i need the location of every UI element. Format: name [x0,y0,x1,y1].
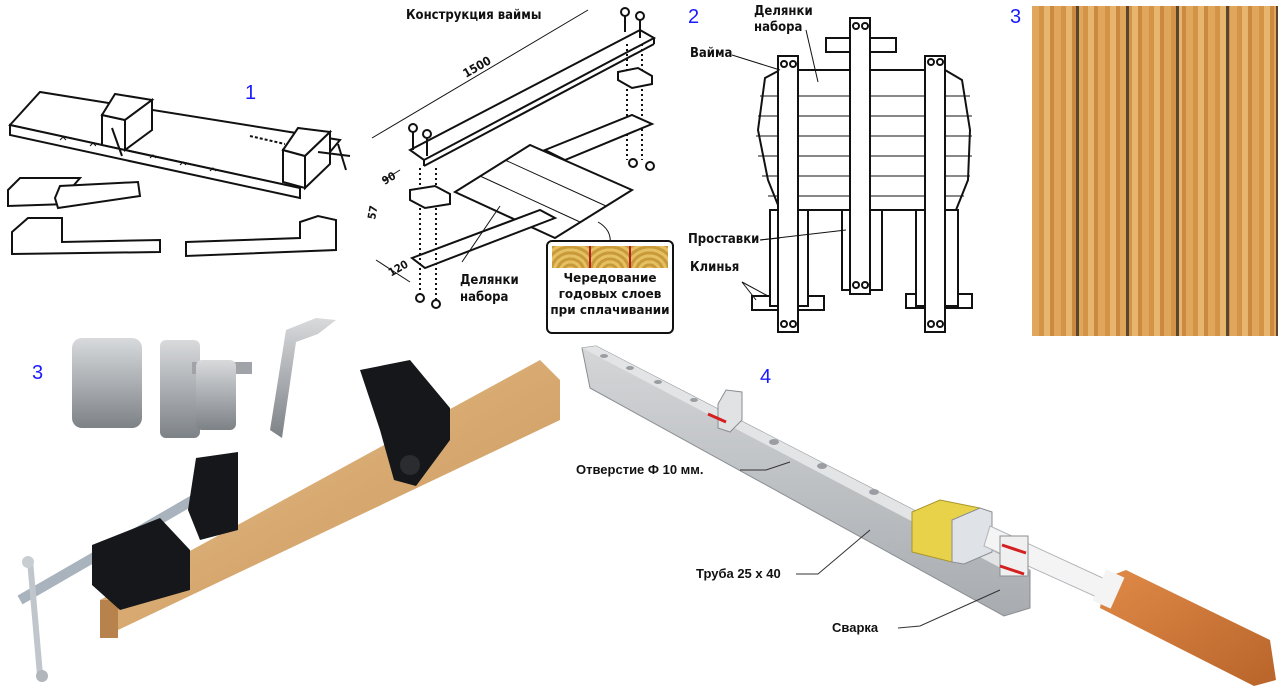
panel-number: 3 [32,362,44,384]
tube-clamp-drawing [581,345,1276,686]
panel-3-bar-clamps: 3 [0,300,560,692]
label-hole-diameter: Отверстие Ф 10 мм. [576,462,704,477]
vaima-assembly-drawing [731,17,973,333]
dimension-57: 57 [365,204,381,221]
panel-3-slab-fence: 3 [1008,0,1280,340]
annual-rings-callout: Чередование годовых слоев при сплачивани… [546,240,674,334]
label-tube-size: Труба 25 х 40 [696,566,781,581]
label-wedges: Клинья [690,260,740,275]
panel-number: 1 [245,82,257,104]
vaima-construction-drawing [371,7,657,309]
bar-clamps-photo [17,318,560,682]
panel-number: 3 [1010,6,1022,28]
panel-number: 2 [688,6,700,28]
label-vaima: Вайма [690,46,733,61]
slab-fence-photo [1032,6,1278,336]
vaima-construction-title: Конструкция ваймы [406,8,542,23]
panel-1-clamp-sketch: 1 [0,70,370,280]
annual-rings-callout-text: Чередование годовых слоев при сплачивани… [550,271,670,317]
panel-2-vaima-construction: Конструкция ваймы 1500 90 57 120 Делянки… [365,0,680,340]
label-strips: Делянки набора [754,4,813,35]
panel-4-tube-clamp: 4 [560,340,1280,692]
panel-number: 4 [760,366,772,388]
panel-2-vaima-assembly: 2 Вайма Делянки набо [680,0,1010,340]
annual-rings-swatch [552,246,668,268]
clamp-sketch-drawing [7,90,351,258]
label-weld: Сварка [832,620,879,635]
label-strips: Делянки набора [460,273,519,305]
label-spacers: Проставки [688,232,760,247]
